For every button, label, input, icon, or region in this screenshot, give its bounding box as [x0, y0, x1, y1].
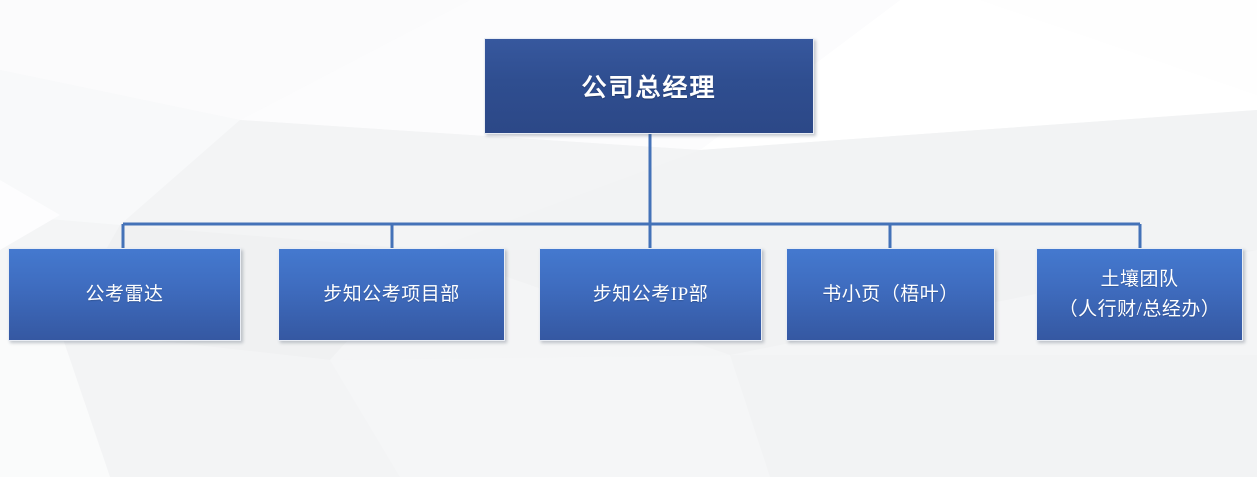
org-node-child-1-line1: 步知公考项目部 — [323, 283, 460, 305]
org-node-child-0[interactable]: 公考雷达 — [8, 248, 241, 341]
org-node-child-3-line1: 书小页（梧叶） — [822, 283, 959, 305]
org-node-root-label: 公司总经理 — [581, 75, 717, 102]
org-node-child-3-label: 书小页（梧叶） — [816, 280, 965, 309]
org-node-child-0-label: 公考雷达 — [79, 280, 169, 309]
org-node-child-4-line1: 土壤团队 — [1100, 269, 1179, 291]
org-node-child-3[interactable]: 书小页（梧叶） — [786, 248, 995, 341]
org-node-root[interactable]: 公司总经理 — [484, 38, 814, 134]
org-node-child-2-label: 步知公考IP部 — [587, 280, 714, 309]
org-node-child-4-label: 土壤团队 （人行财/总经办） — [1053, 265, 1227, 324]
org-node-child-4-line2: （人行财/总经办） — [1058, 298, 1221, 320]
org-node-child-4[interactable]: 土壤团队 （人行财/总经办） — [1036, 248, 1243, 341]
org-node-child-1-label: 步知公考项目部 — [317, 280, 466, 309]
org-node-child-2-line1: 步知公考IP部 — [592, 283, 709, 305]
org-node-child-0-line1: 公考雷达 — [85, 283, 164, 305]
org-node-child-1[interactable]: 步知公考项目部 — [278, 248, 505, 341]
org-node-child-2[interactable]: 步知公考IP部 — [539, 248, 762, 341]
